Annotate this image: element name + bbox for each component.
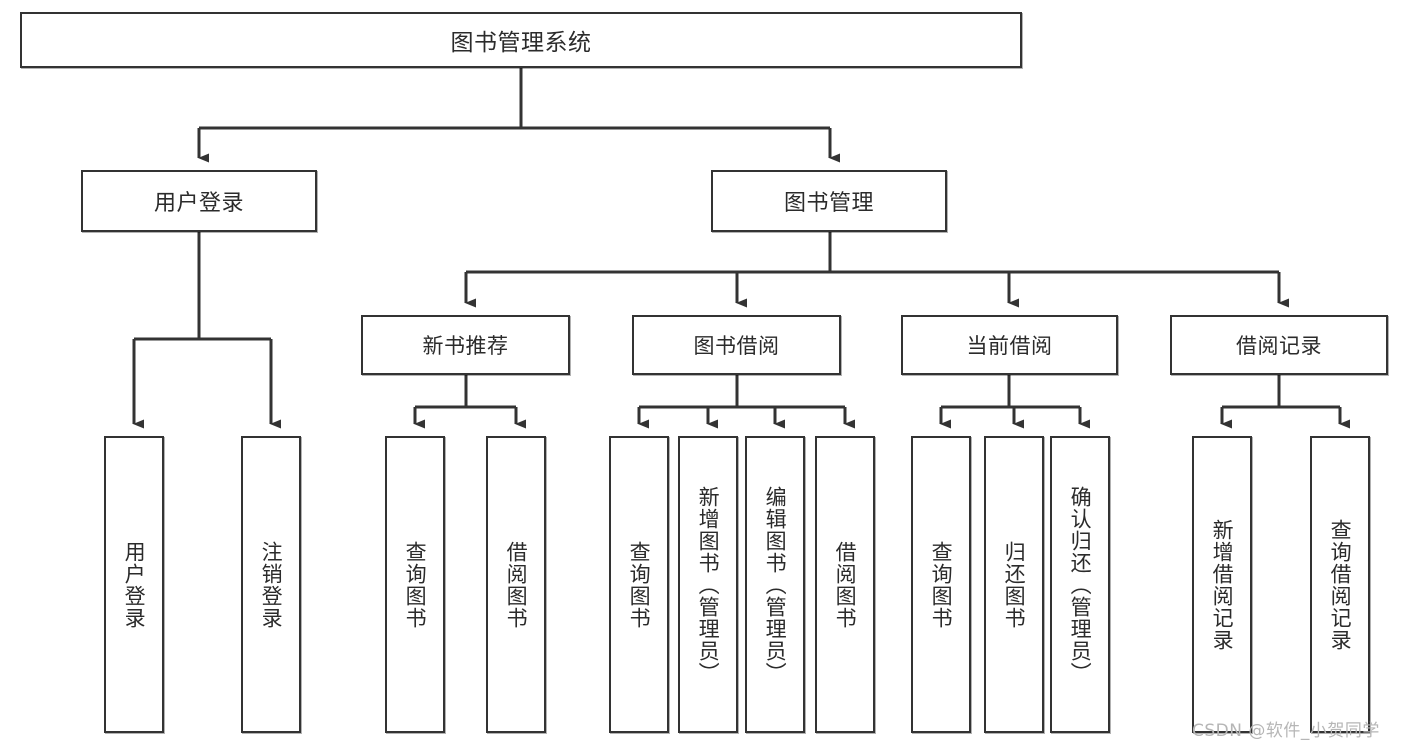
node-label: 图书借阅 <box>693 334 780 358</box>
node-leaf-borrow-book[interactable]: 借阅图书 <box>815 436 875 733</box>
node-label: 当前借阅 <box>966 334 1053 358</box>
node-label: 图书管理 <box>783 191 874 216</box>
edge-root-to-level2 <box>197 68 840 163</box>
node-leaf-query-book-borrow[interactable]: 查询图书 <box>609 436 669 733</box>
node-label: 用户登录 <box>153 191 244 216</box>
node-leaf-add-book-admin[interactable]: 新增图书（管理员） <box>678 436 738 733</box>
node-label: 查询图书 <box>403 540 428 629</box>
node-leaf-return-book[interactable]: 归还图书 <box>984 436 1044 733</box>
node-book-management[interactable]: 图书管理 <box>711 170 947 232</box>
node-leaf-borrow-book-recommend[interactable]: 借阅图书 <box>486 436 546 733</box>
node-label: 新增图书（管理员） <box>696 485 721 684</box>
node-root-book-management-system[interactable]: 图书管理系统 <box>20 12 1022 68</box>
node-label: 新书推荐 <box>422 334 509 358</box>
node-current-borrow[interactable]: 当前借阅 <box>901 315 1118 375</box>
node-label: 查询图书 <box>929 540 954 629</box>
node-leaf-user-login[interactable]: 用户登录 <box>104 436 164 733</box>
node-label: 注销登录 <box>259 540 284 629</box>
node-label: 图书管理系统 <box>450 30 592 56</box>
node-label: 新增借阅记录 <box>1210 518 1235 651</box>
node-borrow-record[interactable]: 借阅记录 <box>1170 315 1388 375</box>
node-label: 借阅图书 <box>833 540 858 629</box>
node-book-borrow[interactable]: 图书借阅 <box>632 315 841 375</box>
edge-bookborrow-to-leaves <box>637 375 855 429</box>
node-user-login[interactable]: 用户登录 <box>81 170 317 232</box>
node-leaf-query-borrow-record[interactable]: 查询借阅记录 <box>1310 436 1370 733</box>
node-label: 借阅图书 <box>504 540 529 629</box>
node-leaf-add-borrow-record[interactable]: 新增借阅记录 <box>1192 436 1252 733</box>
node-label: 查询借阅记录 <box>1328 518 1353 651</box>
node-leaf-edit-book-admin[interactable]: 编辑图书（管理员） <box>745 436 805 733</box>
node-label: 借阅记录 <box>1236 334 1322 358</box>
node-label: 归还图书 <box>1002 540 1027 629</box>
watermark-text: CSDN @软件_小贺同学 <box>1192 721 1380 741</box>
edge-newbook-to-leaves <box>413 375 526 429</box>
edge-currentborrow-to-leaves <box>939 375 1090 429</box>
node-leaf-logout-login[interactable]: 注销登录 <box>241 436 301 733</box>
node-leaf-query-book-current[interactable]: 查询图书 <box>911 436 971 733</box>
edge-borrowrecord-to-leaves <box>1220 375 1350 429</box>
node-label: 编辑图书（管理员） <box>763 485 788 684</box>
node-label: 用户登录 <box>122 540 147 629</box>
node-label: 确认归还（管理员） <box>1068 485 1093 684</box>
node-leaf-confirm-return-admin[interactable]: 确认归还（管理员） <box>1050 436 1110 733</box>
edge-userlogin-to-leaves <box>132 232 281 429</box>
edge-bookmanage-to-level3 <box>464 232 1289 308</box>
node-label: 查询图书 <box>627 540 652 629</box>
node-leaf-query-book-recommend[interactable]: 查询图书 <box>385 436 445 733</box>
node-new-book-recommend[interactable]: 新书推荐 <box>361 315 570 375</box>
